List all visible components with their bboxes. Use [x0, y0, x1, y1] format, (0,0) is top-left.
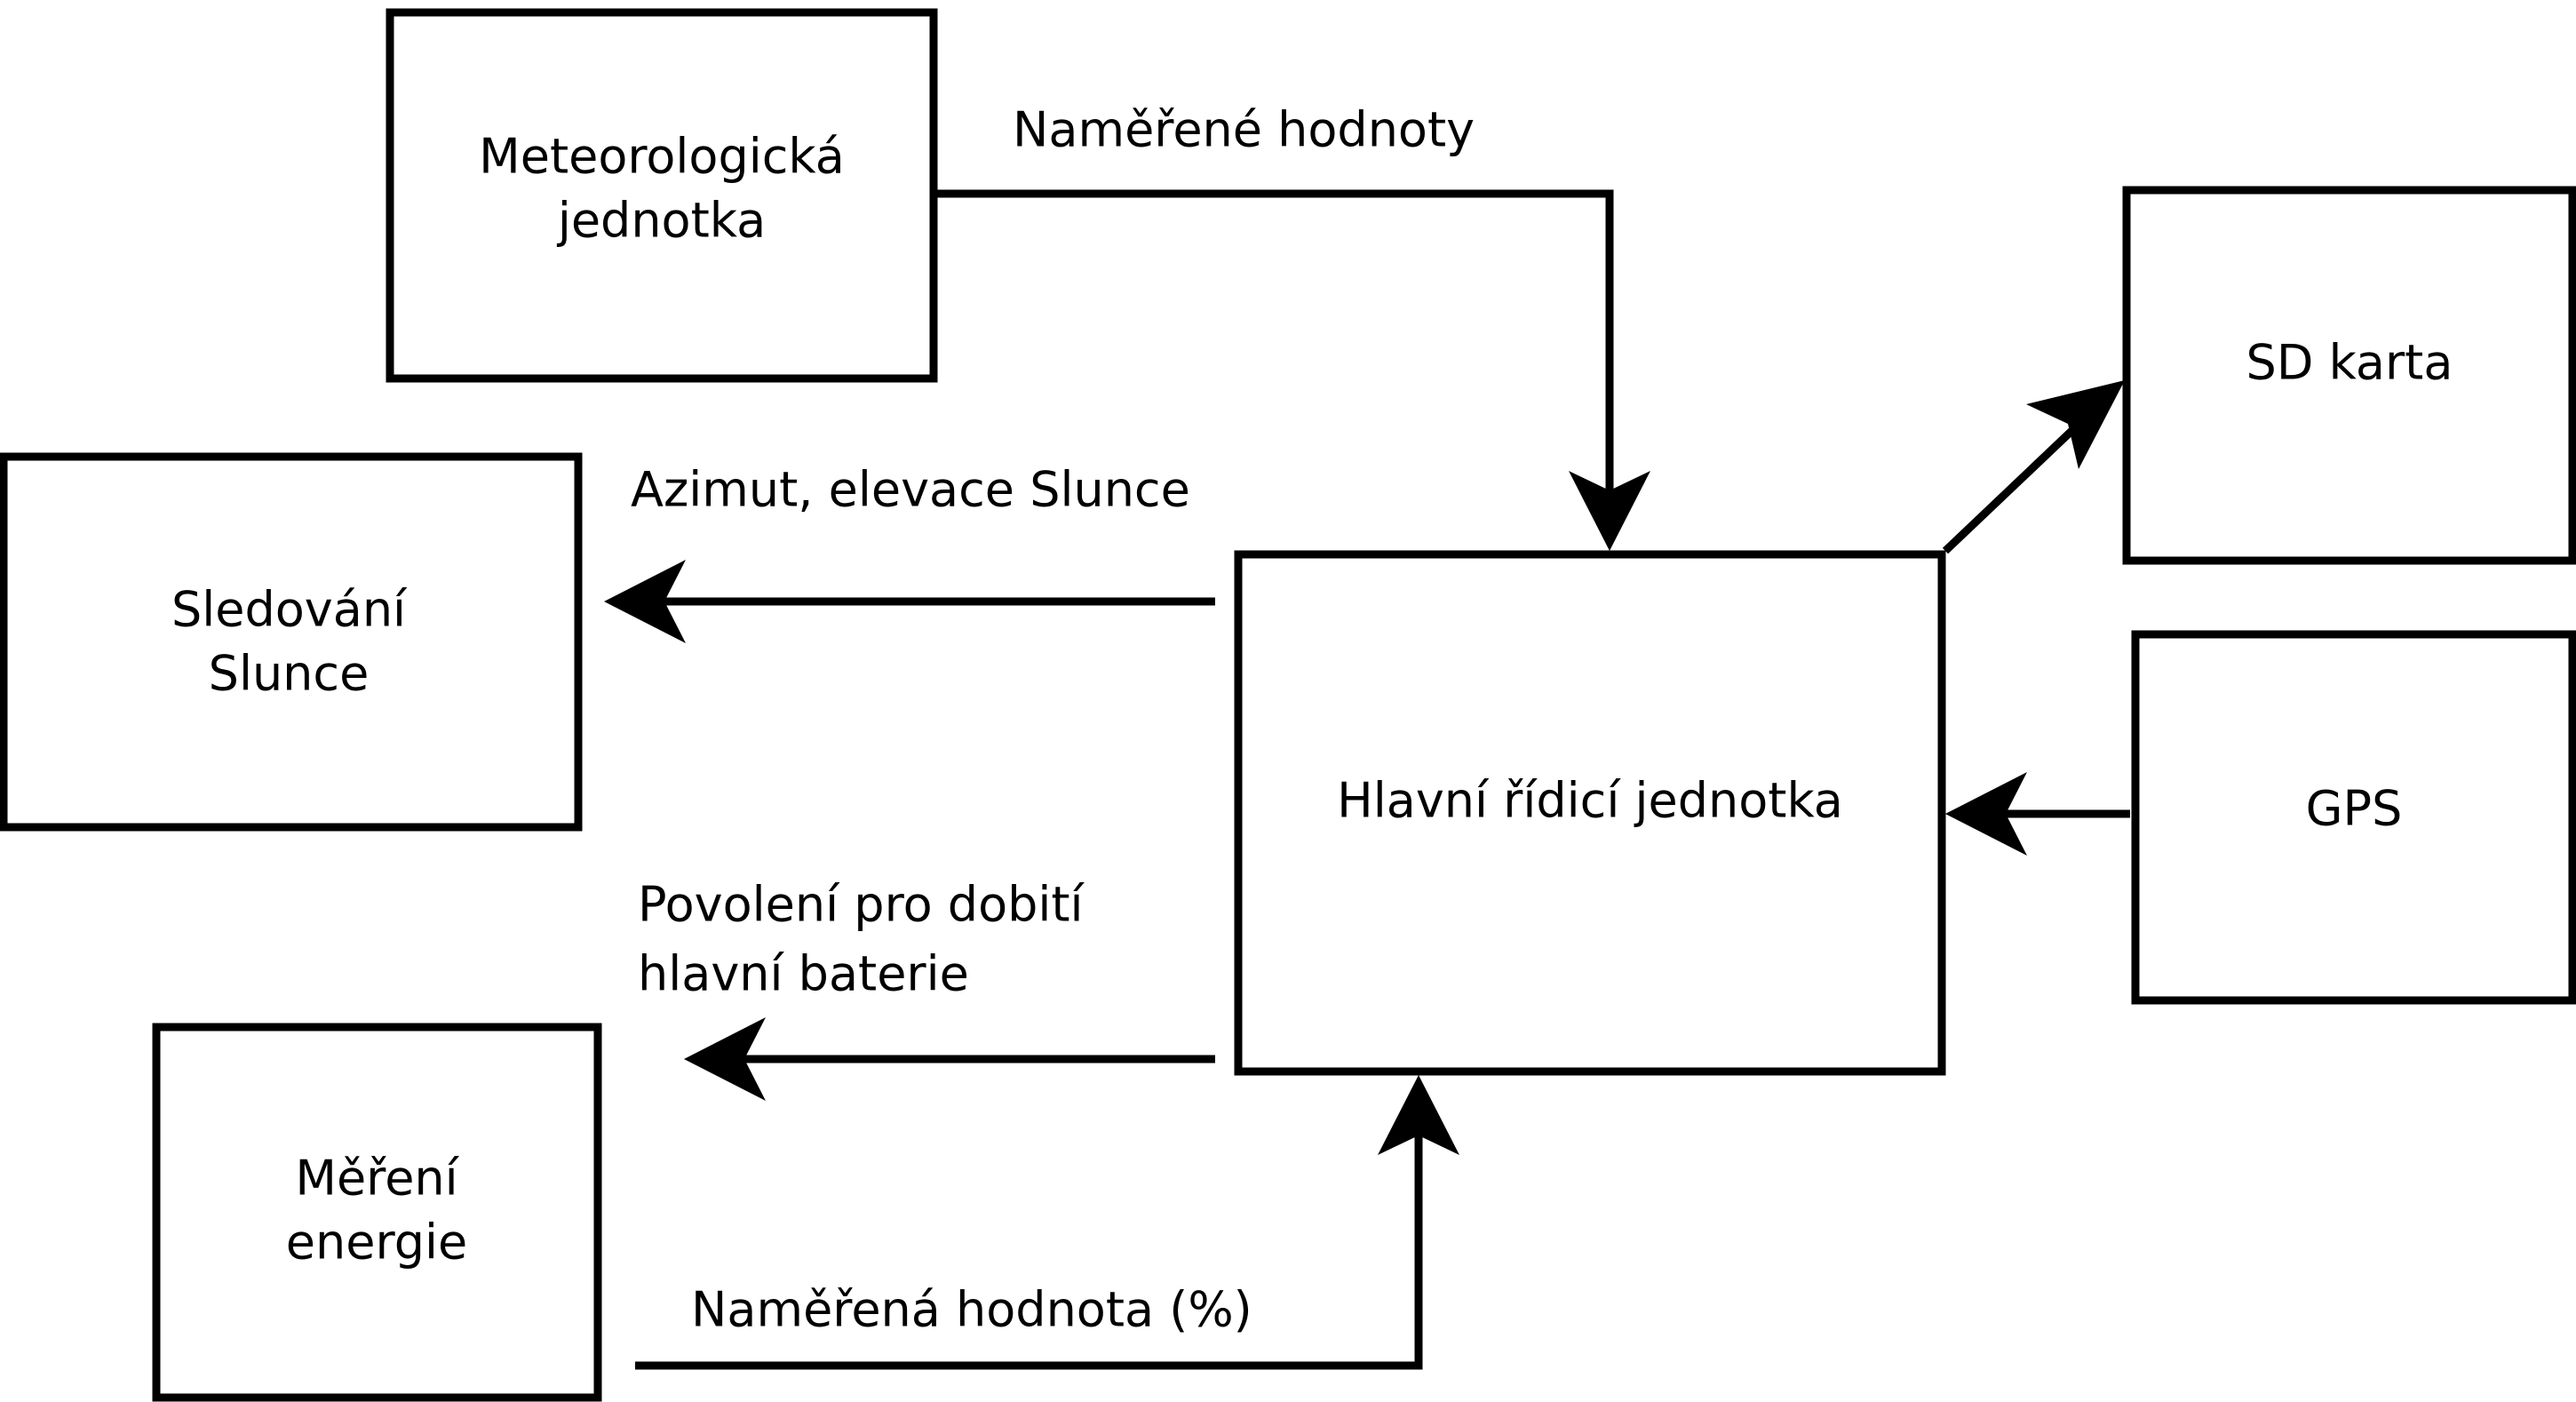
- node-gps[interactable]: GPS: [2131, 630, 2576, 1005]
- edge-meteo-to-main: [934, 189, 1650, 551]
- edge-energy-to-main-path: [635, 1133, 1423, 1370]
- edge-meteo-to-main-arrowhead: [1569, 471, 1650, 551]
- node-sledovani-slunce[interactable]: Sledování Slunce: [0, 452, 583, 832]
- node-sledovani-slunce-label-line2: Slunce: [209, 646, 370, 702]
- node-meteorologicka-jednotka[interactable]: Meteorologická jednotka: [386, 8, 938, 383]
- edge-main-to-sd-arrowhead: [2026, 380, 2125, 469]
- edge-main-to-energy: [684, 1017, 1215, 1101]
- node-meteorologicka-jednotka-label-line1: Meteorologická: [479, 129, 845, 185]
- edge-label-povoleni-dobiti-line2: hlavní baterie: [638, 946, 969, 1002]
- edge-label-namerene-hodnoty: Naměřené hodnoty: [1013, 102, 1475, 158]
- edge-label-povoleni-dobiti-line1: Povolení pro dobití: [638, 877, 1085, 933]
- edge-main-to-sd-path: [1942, 414, 2089, 554]
- edge-label-namerena-hodnota-procenta: Naměřená hodnota (%): [691, 1282, 1252, 1338]
- node-sd-karta-label: SD karta: [2246, 335, 2453, 391]
- node-mereni-energie-box[interactable]: [152, 1023, 602, 1402]
- edge-gps-to-main: [1945, 772, 2130, 856]
- node-gps-box[interactable]: [2131, 630, 2576, 1005]
- edge-main-to-energy-arrowhead: [684, 1017, 766, 1101]
- node-gps-label: GPS: [2306, 781, 2403, 837]
- node-sledovani-slunce-box[interactable]: [0, 452, 583, 832]
- node-hlavni-ridici-jednotka-label-line1: Hlavní řídicí jednotka: [1337, 773, 1843, 829]
- node-mereni-energie-label-line1: Měření: [295, 1151, 459, 1207]
- edge-label-azimut-elevace-slunce: Azimut, elevace Slunce: [631, 462, 1190, 518]
- edge-main-to-sd: [1942, 380, 2125, 554]
- node-sd-karta[interactable]: SD karta: [2122, 186, 2576, 565]
- node-sledovani-slunce-label-line1: Sledování: [171, 582, 408, 638]
- edge-energy-to-main: [635, 1075, 1459, 1370]
- edge-gps-to-main-arrowhead: [1945, 772, 2027, 856]
- node-mereni-energie[interactable]: Měření energie: [152, 1023, 602, 1402]
- edge-main-to-sun: [604, 560, 1215, 643]
- node-mereni-energie-label-line2: energie: [286, 1215, 467, 1271]
- edge-meteo-to-main-path: [934, 189, 1614, 498]
- node-hlavni-ridici-jednotka-box[interactable]: [1234, 550, 1946, 1076]
- node-hlavni-ridici-jednotka[interactable]: Hlavní řídicí jednotka: [1234, 550, 1946, 1076]
- node-sd-karta-box[interactable]: [2122, 186, 2576, 565]
- node-meteorologicka-jednotka-box[interactable]: [386, 8, 938, 383]
- node-meteorologicka-jednotka-label-line2: jednotka: [557, 193, 766, 249]
- edge-main-to-sun-arrowhead: [604, 560, 686, 643]
- edge-energy-to-main-arrowhead: [1378, 1075, 1459, 1155]
